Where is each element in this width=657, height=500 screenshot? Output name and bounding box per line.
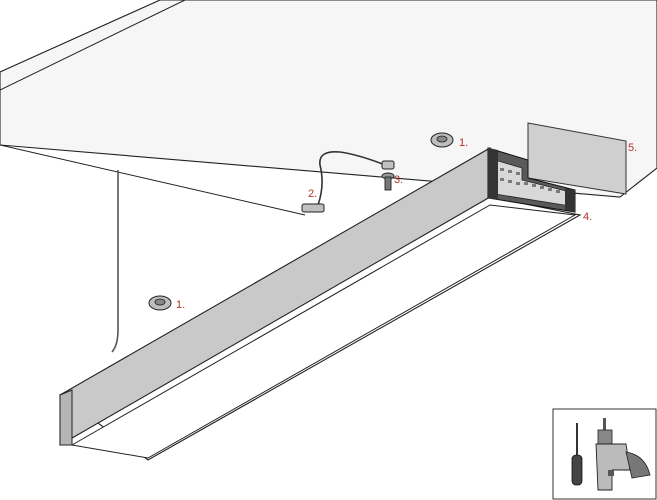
ceiling-anchor-1b [148,295,172,311]
ceiling-anchor-1a [430,132,454,148]
profile-end-section [487,147,576,213]
callout-1-lower: 1. [176,299,185,311]
callout-1-upper: 1. [459,137,468,149]
drill-icon [595,418,651,491]
linear-luminaire [58,147,582,461]
callout-3: 3. [394,174,403,186]
screw [381,172,395,191]
callout-5: 5. [628,142,637,154]
callout-2: 2. [308,188,317,200]
power-wire-connector [301,150,395,213]
suspension-cable [111,170,119,353]
ceiling [0,0,657,216]
callout-4: 4. [583,211,592,223]
tools-box [552,408,657,500]
screwdriver-icon [571,423,583,486]
